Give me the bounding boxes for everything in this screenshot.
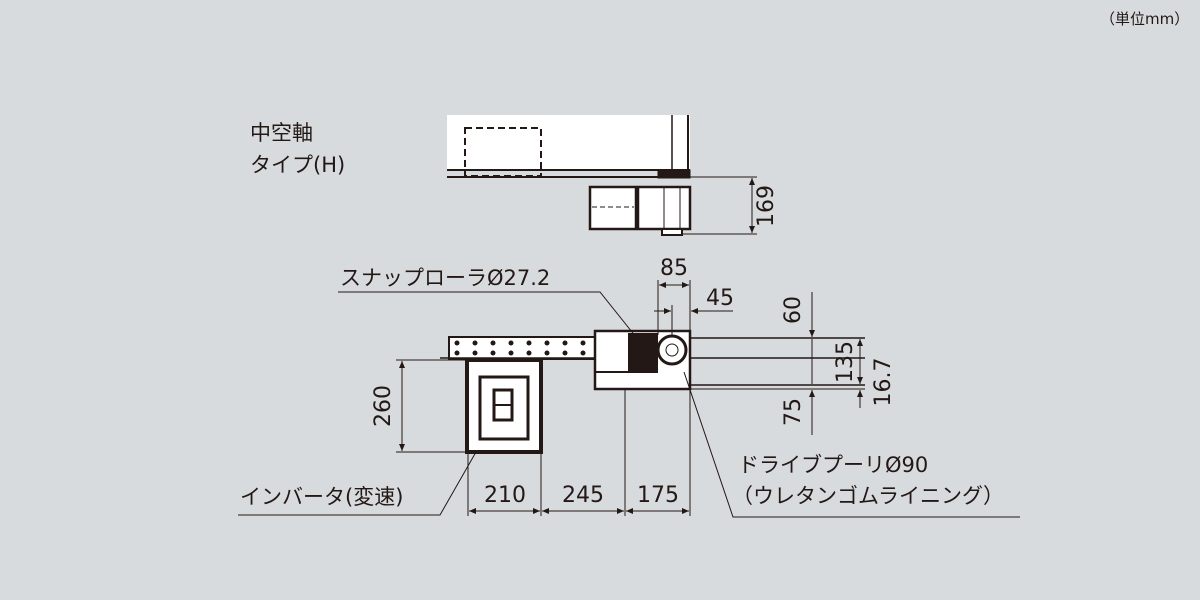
plan-view: 260 210 245 175 85 45 60 75 135 16.7 スナッ… [238, 256, 1020, 518]
dim-245: 245 [562, 483, 604, 508]
top-view-title-2: タイプ(H) [250, 153, 345, 177]
dim-16-7: 16.7 [871, 358, 896, 407]
top-view-title-1: 中空軸 [250, 121, 313, 145]
roller-strip [448, 336, 600, 360]
unit-label: （単位mm） [1100, 10, 1189, 28]
dim-260: 260 [371, 385, 396, 427]
top-view: 中空軸 タイプ(H) 169 [250, 115, 779, 236]
drive-pulley-label: ドライブプーリØ90 [738, 453, 928, 477]
snap-roller-label: スナップローラØ27.2 [340, 266, 550, 290]
dim-45: 45 [706, 286, 734, 311]
conveyor-frame-top [447, 115, 690, 170]
hidden-outline [464, 127, 542, 177]
dim-169: 169 [754, 185, 779, 227]
drive-pulley-lining-label: （ウレタンゴムライニング） [732, 484, 1004, 508]
dim-60: 60 [781, 296, 806, 324]
motor-body [588, 185, 638, 231]
inverter-label: インバータ(変速) [240, 485, 403, 509]
drive-pulley [656, 334, 688, 366]
dim-75: 75 [781, 398, 806, 426]
dim-135: 135 [833, 341, 858, 383]
dim-85: 85 [660, 256, 688, 281]
dim-175: 175 [637, 483, 679, 508]
dim-210: 210 [484, 483, 526, 508]
